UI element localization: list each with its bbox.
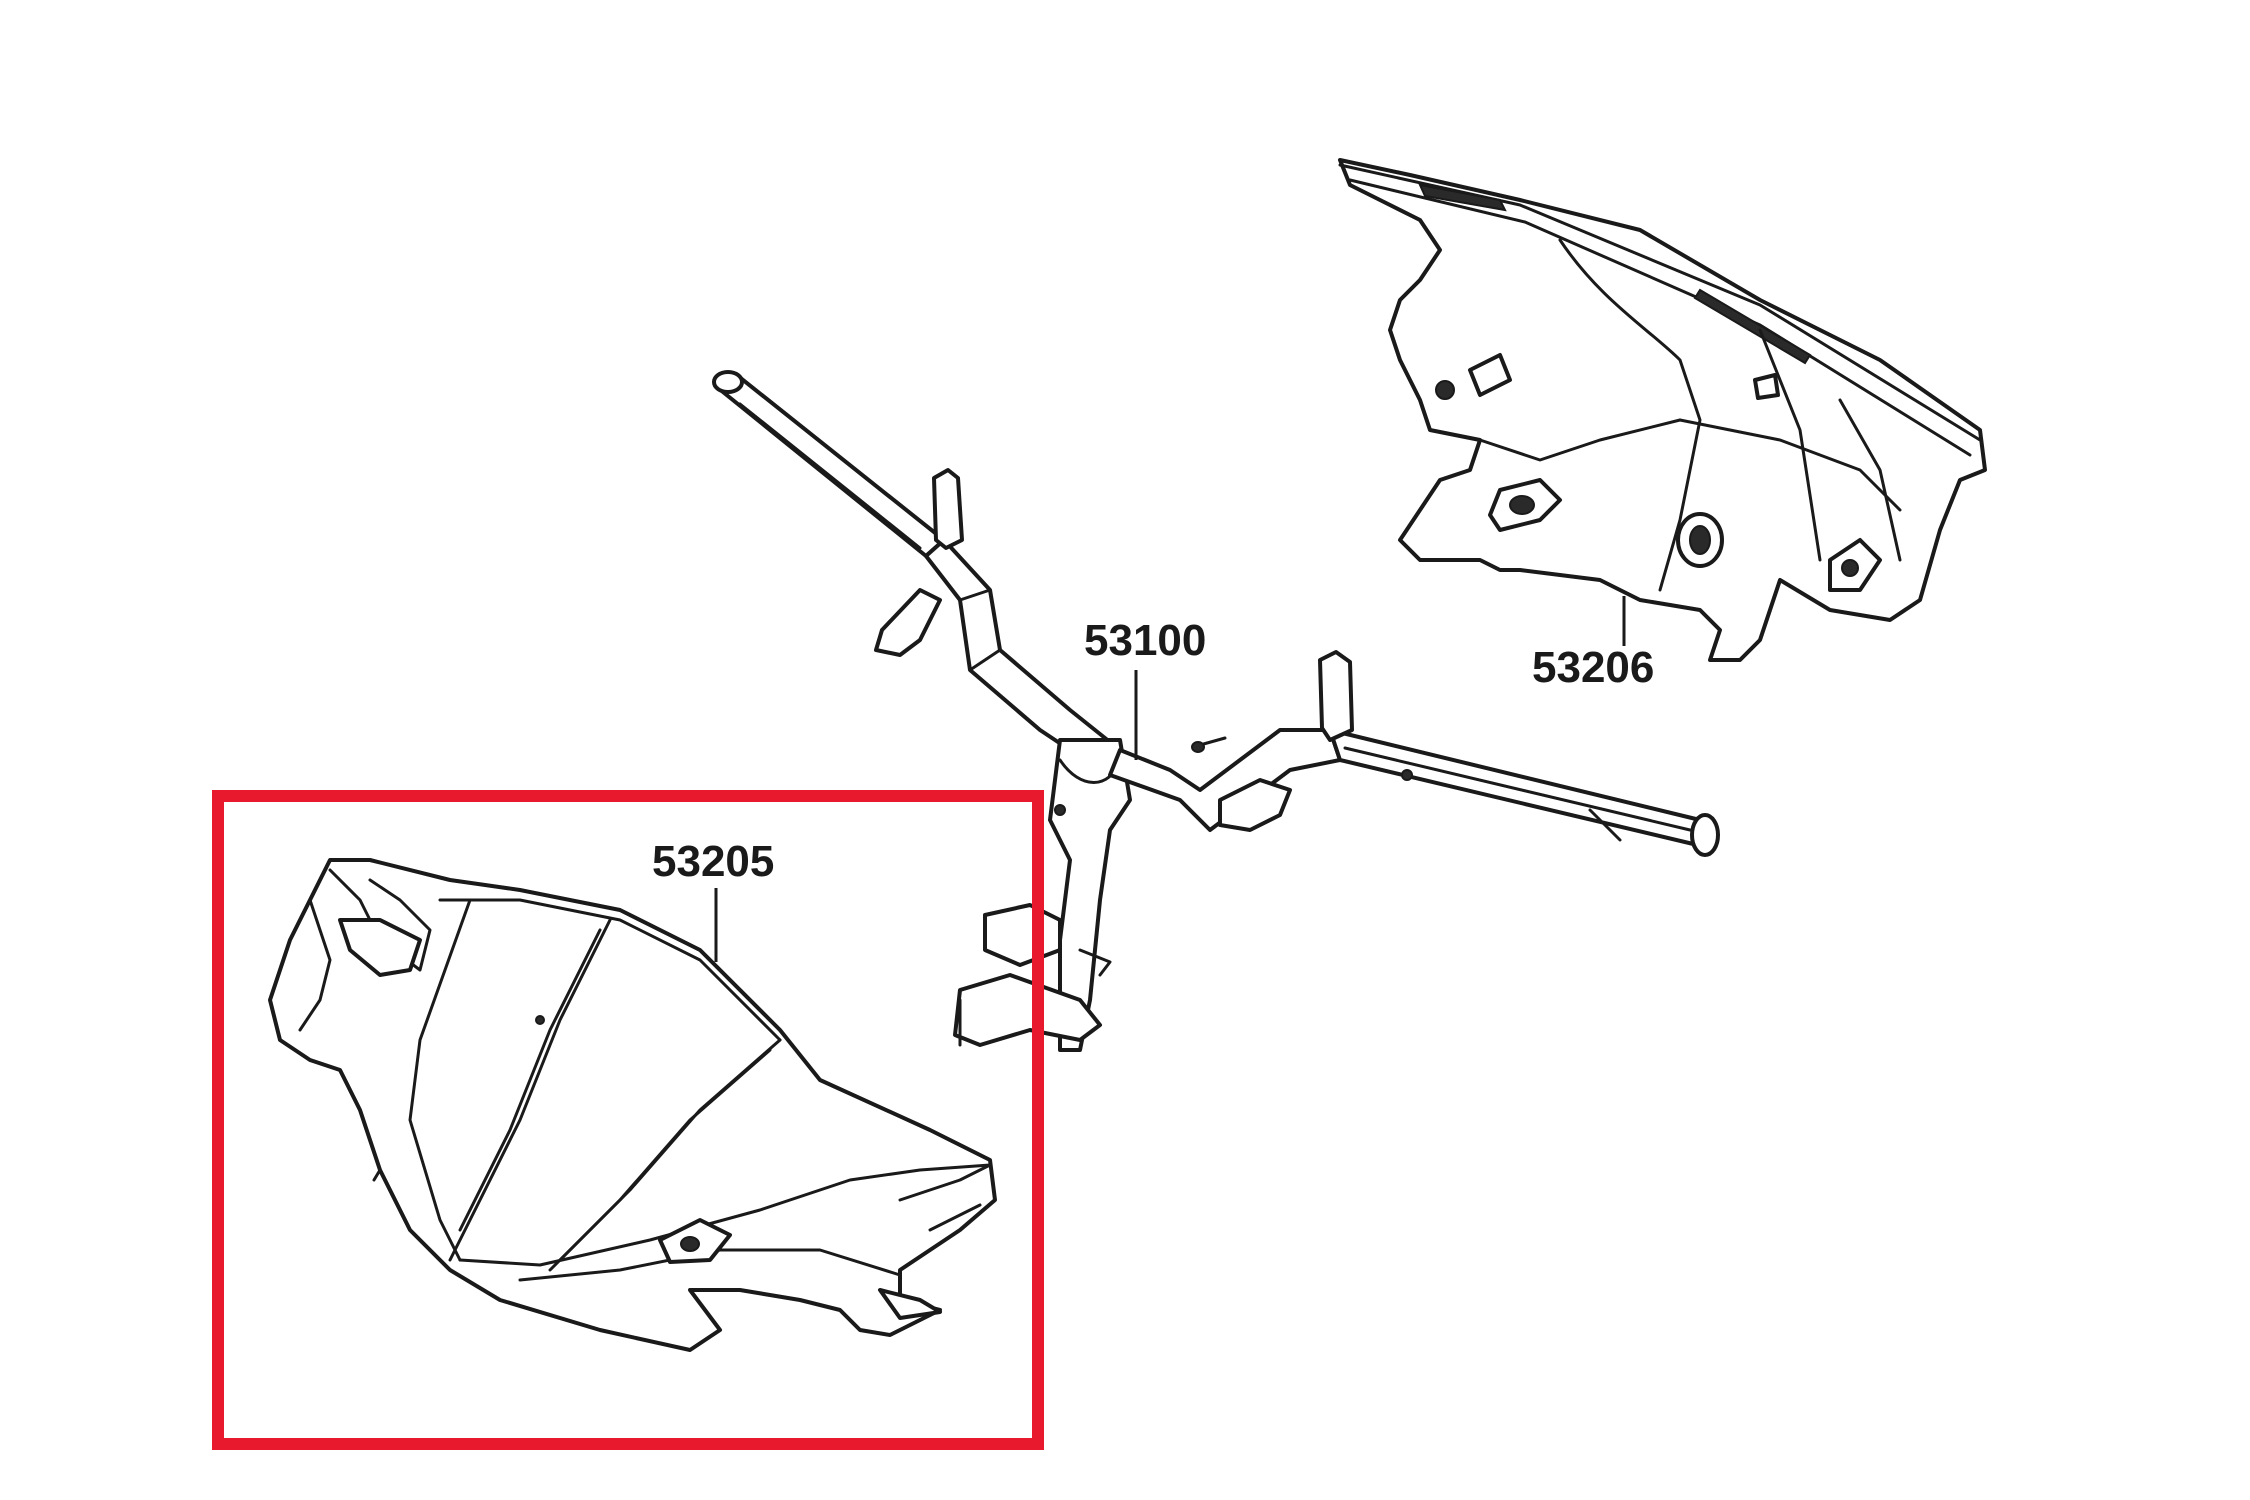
callout-rear-cover: 53206: [1532, 596, 1654, 692]
part-number-handlebar: 53100: [1084, 616, 1206, 665]
part-number-rear-cover: 53206: [1532, 643, 1654, 692]
highlight-box: [212, 790, 1044, 1450]
callout-handlebar: 53100: [1084, 616, 1206, 760]
front-cover-drawing: [268, 858, 997, 1352]
rear-cover-drawing: [1338, 158, 1987, 662]
part-number-front-cover: 53205: [652, 837, 774, 886]
callout-front-cover: 53205: [652, 837, 774, 962]
